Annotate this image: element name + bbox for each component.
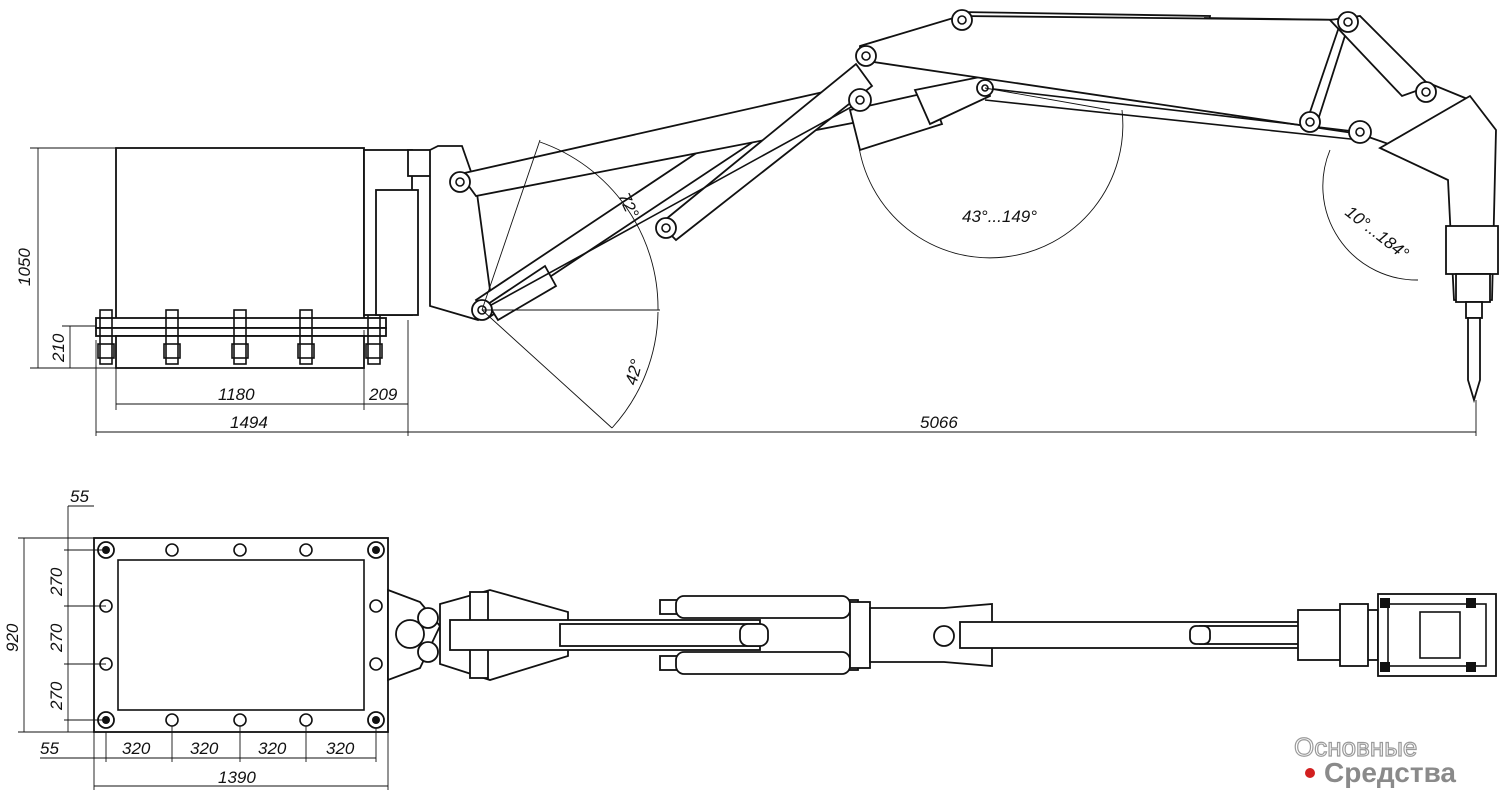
base-housing [115,147,365,321]
watermark-line1: Основные [1294,732,1417,762]
dim-plan-edge-left: 55 [40,739,59,758]
side-view: 72° 42° 43°...149° 10°...184° 1050 210 1… [15,9,1499,436]
dim-plan-pitch-1: 320 [122,739,151,758]
angle-boom-down: 42° [622,357,647,387]
base-bolts [97,309,383,365]
dim-plan-pitch-3: 320 [258,739,287,758]
base-flange [95,317,387,329]
dim-plan-edge-top: 55 [70,487,89,506]
base-skirt [115,335,365,369]
dim-plan-height: 920 [3,623,22,652]
plan-boom-cylinders [659,595,871,675]
dim-plan-pitch-2: 320 [190,739,219,758]
dim-plan-width: 1390 [218,768,256,787]
dim-base-length: 1494 [230,413,268,432]
pivot-pins [449,9,1437,321]
plan-dimension-lines [18,505,389,790]
angle-stick: 43°...149° [962,207,1037,226]
base-plate [95,327,387,337]
watermark-logo: Основные Средства [1293,731,1456,788]
hydraulic-hammer [1378,94,1499,404]
dim-body-width: 1180 [218,385,255,404]
plan-base-opening [117,559,365,711]
angle-construction [481,87,1419,429]
dim-plan-spacing-2: 270 [47,623,66,653]
side-dimension-lines [30,147,1477,436]
dim-plan-spacing-1: 270 [47,567,66,597]
plan-hammer [1297,593,1497,677]
watermark-dot [1305,768,1315,778]
plan-stick-joint [869,603,993,667]
dim-plan-spacing-3: 270 [47,681,66,711]
plan-base-frame [93,537,389,733]
plan-view: 55 920 270 270 270 55 320 320 320 320 13… [3,487,1497,790]
dim-flange-offset: 209 [368,385,398,404]
dim-plan-pitch-4: 320 [326,739,355,758]
dim-height-total: 1050 [15,248,34,286]
dim-base-height: 210 [49,333,68,363]
watermark-line2: Средства [1324,757,1456,788]
dim-reach: 5066 [920,413,958,432]
